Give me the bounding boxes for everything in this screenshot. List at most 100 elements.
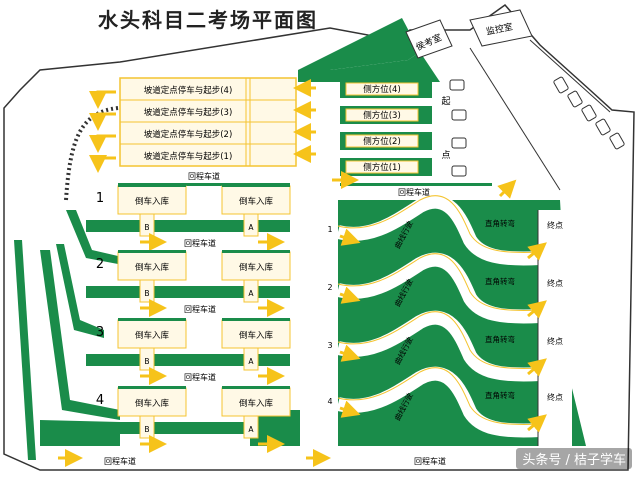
- reverse-group-4: 倒车入库 B 倒车入库 A 4: [86, 386, 291, 453]
- return-road-label-bottom-2: 回程车道: [414, 456, 446, 466]
- uphill-station-2: 坡道定点停车与起步(2): [144, 129, 233, 140]
- end-point-label: 终点: [547, 278, 563, 288]
- lane-arrow: [339, 228, 361, 246]
- reverse-group-number: 2: [96, 257, 104, 272]
- uphill-station-1: 坡道定点停车与起步(1): [144, 151, 233, 162]
- garage-slot: [139, 347, 155, 371]
- curve-area: [336, 194, 586, 446]
- reverse-station-label: 倒车入库: [135, 330, 170, 341]
- page-title: 水头科目二考场平面图: [98, 8, 318, 32]
- reverse-green-base: [86, 286, 290, 298]
- station-top-edge: [222, 250, 290, 253]
- parallel-station-3: 侧方位(3): [363, 110, 401, 121]
- garage-slot: [139, 213, 155, 237]
- return-road-label-bottom-1: 回程车道: [104, 456, 136, 466]
- end-point-label: 终点: [547, 392, 563, 402]
- lane-arrow: [339, 344, 361, 362]
- garage-slot-letter: A: [248, 289, 254, 298]
- reverse-station-label: 倒车入库: [135, 398, 170, 409]
- return-road-label-2: 回程车道: [398, 187, 430, 197]
- return-road-upper: 回程车道 回程车道: [118, 171, 492, 197]
- uphill-exit-arrows: [89, 79, 316, 173]
- ne-road-edge-2: [469, 47, 561, 191]
- garage-slot-letter: A: [248, 223, 254, 232]
- garage-slot: [139, 415, 155, 439]
- green-top-band: [298, 52, 440, 82]
- parallel-parking-block: 侧方位(4) 侧方位(3) 侧方位(2) 侧方位(1) 起 点: [340, 80, 451, 176]
- reverse-group-2: 倒车入库 B 倒车入库 A 2 回程车道: [86, 250, 291, 317]
- reverse-station-box: [221, 185, 291, 215]
- station-top-edge: [222, 318, 290, 321]
- reverse-station-label: 倒车入库: [239, 262, 274, 273]
- station-top-edge: [222, 386, 290, 389]
- parallel-station-4: 侧方位(4): [363, 84, 401, 95]
- start-label: 起: [441, 96, 450, 107]
- right-angle-label: 直角转弯: [485, 276, 515, 286]
- station-top-edge: [118, 250, 186, 253]
- dotted-path: [64, 106, 119, 201]
- curve-lane-number: 4: [327, 397, 332, 406]
- return-road-bottom: 回程车道 回程车道: [58, 171, 517, 467]
- garage-slot: [243, 279, 259, 303]
- reverse-green-base: [86, 354, 290, 366]
- parked-cars: [449, 76, 625, 177]
- garage-slot: [243, 415, 259, 439]
- reverse-station-box: [221, 319, 291, 349]
- garage-slot-letter: B: [144, 223, 149, 232]
- curve-lane-number: 1: [327, 225, 332, 234]
- curve-lane-number: 2: [327, 283, 332, 292]
- reverse-group-number: 4: [96, 393, 104, 408]
- station-top-edge: [118, 318, 186, 321]
- right-angle-label: 直角转弯: [485, 334, 515, 344]
- garage-slot: [243, 213, 259, 237]
- parallel-station-2: 侧方位(2): [363, 136, 401, 147]
- station-top-edge: [118, 184, 186, 187]
- reverse-green-base: [86, 422, 290, 434]
- reverse-green-base: [86, 220, 290, 232]
- curve-lane-number: 3: [327, 341, 332, 350]
- end-point-label: 终点: [547, 220, 563, 230]
- lane-arrow: [339, 286, 361, 304]
- garage-slot-letter: B: [144, 357, 149, 366]
- parallel-station-1: 侧方位(1): [363, 162, 401, 173]
- reverse-station-label: 倒车入库: [239, 196, 274, 207]
- exit-arrow: [527, 358, 547, 377]
- reverse-parking-area: 倒车入库B倒车入库A1回程车道倒车入库B倒车入库A2回程车道倒车入库B倒车入库A…: [86, 184, 291, 453]
- garage-slot: [243, 347, 259, 371]
- start-label-2: 点: [441, 150, 450, 161]
- station-top-edge: [222, 184, 290, 187]
- green-top-strip: [298, 18, 420, 70]
- reverse-station-label: 倒车入库: [239, 398, 274, 409]
- reverse-group-number: 1: [96, 191, 104, 206]
- reverse-group-number: 3: [96, 325, 104, 340]
- return-road-label: 回程车道: [184, 238, 216, 248]
- uphill-station-4: 坡道定点停车与起步(4): [144, 85, 233, 96]
- reverse-station-label: 倒车入库: [239, 330, 274, 341]
- garage-slot-letter: A: [248, 425, 254, 434]
- watermark: 头条号 / 桔子学车: [516, 448, 632, 469]
- uphill-block: 坡道定点停车与起步(4) 坡道定点停车与起步(3) 坡道定点停车与起步(2) 坡…: [119, 77, 297, 167]
- ne-road-edge: [529, 39, 611, 113]
- right-angle-label: 直角转弯: [485, 390, 515, 400]
- exit-arrow: [527, 300, 547, 319]
- garage-slot: [139, 279, 155, 303]
- return-road-label: 回程车道: [184, 304, 216, 314]
- building-control-room: 监控室: [469, 9, 533, 47]
- building-exam-room: 侯考室: [405, 19, 453, 59]
- exit-arrow: [527, 414, 547, 433]
- garage-slot-letter: B: [144, 425, 149, 434]
- right-angle-label: 直角转弯: [485, 218, 515, 228]
- return-road-label: 回程车道: [184, 372, 216, 382]
- exit-arrow: [527, 242, 547, 261]
- uphill-station-3: 坡道定点停车与起步(3): [144, 107, 233, 118]
- end-point-label: 终点: [547, 336, 563, 346]
- reverse-station-label: 倒车入库: [135, 262, 170, 273]
- garage-slot-letter: B: [144, 289, 149, 298]
- reverse-station-box: [117, 319, 187, 349]
- lane-arrow: [339, 400, 361, 418]
- station-top-edge: [118, 386, 186, 389]
